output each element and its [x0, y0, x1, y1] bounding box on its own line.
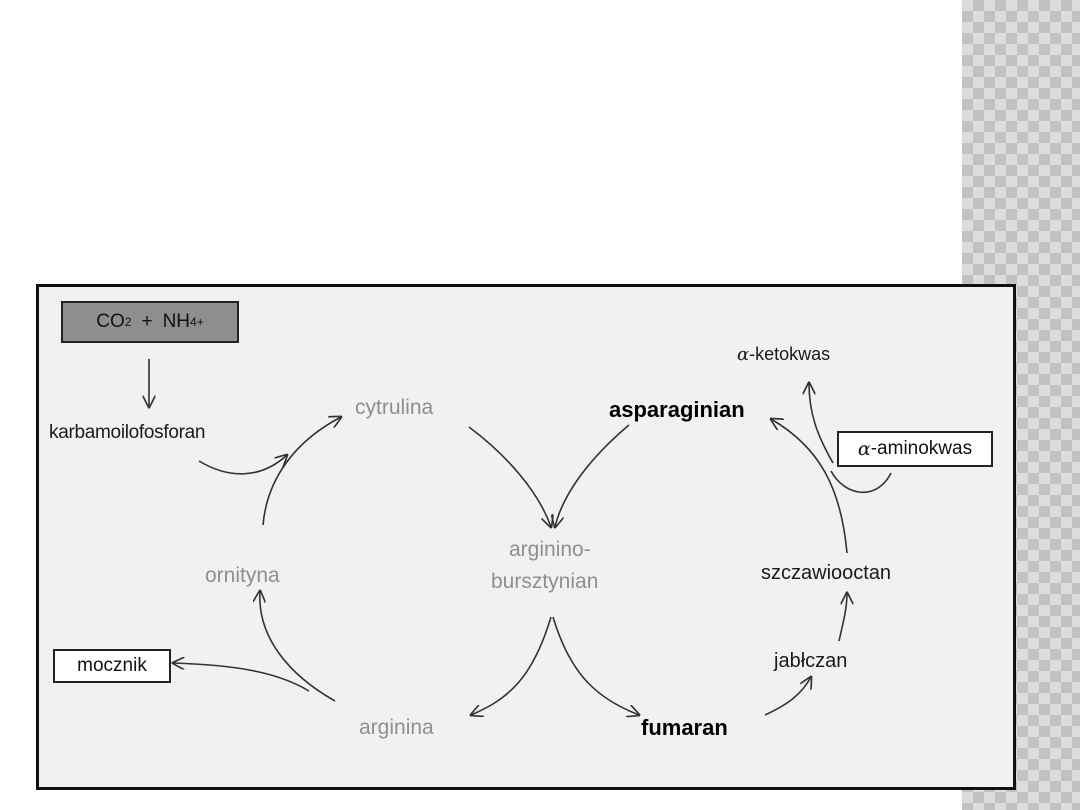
node-fumaran: fumaran [641, 715, 728, 740]
node-argininobursztynian-line1: arginino- [509, 538, 591, 561]
arrow-asparaginian-to-arginino [555, 424, 630, 527]
arrow-arginina-to-ornityna [260, 591, 336, 702]
node-arginina: arginina [359, 716, 434, 739]
aminokwas-label: -aminokwas [870, 438, 973, 459]
node-alpha-ketokwas: α-ketokwas [737, 345, 830, 364]
node-asparaginian: asparaginian [609, 397, 745, 422]
cycle-arrows [39, 359, 892, 787]
alpha-aminokwas-box: α-aminokwas [837, 431, 993, 467]
arrow-cytrulina-to-arginino [468, 426, 551, 527]
plus-sign: + [141, 311, 153, 332]
arrow-arginino-to-arginina [471, 616, 552, 715]
mocznik-label: mocznik [77, 655, 147, 676]
alpha-symbol-aminokwas: α [857, 438, 871, 460]
node-ornityna: ornityna [205, 564, 280, 587]
ketokwas-label: -ketokwas [749, 344, 831, 364]
node-cytrulina: cytrulina [355, 396, 434, 419]
alpha-symbol-ketokwas: α [737, 344, 750, 365]
arrow-arginino-to-fumaran [552, 616, 639, 715]
arrow-fumaran-to-jablczan [764, 677, 811, 716]
nh4-superscript: + [196, 315, 204, 329]
arrow-aminokwas-in [830, 470, 892, 494]
co2-subscript: 2 [124, 315, 132, 329]
arrow-ketokwas-out [809, 383, 834, 464]
nh4-subscript: 4 [190, 315, 197, 329]
node-karbamoilofosforan: karbamoilofosforan [49, 422, 206, 443]
arrow-szczawiooctan-to-asparaginian [771, 419, 848, 554]
arrow-karbamoilofosforan-join [198, 455, 287, 475]
nh4-label: NH [162, 311, 191, 332]
node-argininobursztynian-line2: bursztynian [491, 570, 599, 593]
arrow-to-mocznik [173, 663, 310, 692]
arrow-jablczan-to-szczawiooctan [838, 593, 847, 642]
co2-label: CO [96, 311, 125, 332]
node-szczawiooctan: szczawiooctan [761, 562, 892, 584]
arrow-ornityna-to-cytrulina [262, 417, 341, 526]
mocznik-box: mocznik [53, 649, 171, 683]
node-jablczan: jabłczan [774, 650, 848, 672]
